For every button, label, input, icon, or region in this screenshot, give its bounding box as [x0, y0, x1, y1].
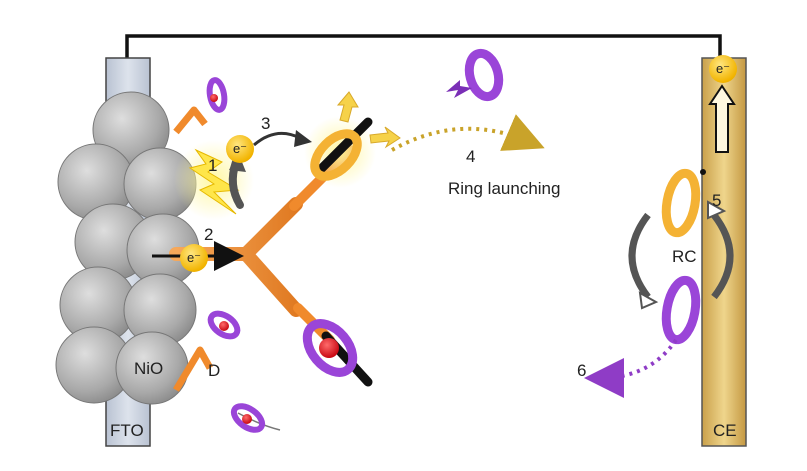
- electron-label: e⁻: [186, 250, 202, 265]
- electron-chip-injection: e⁻: [180, 244, 208, 272]
- electron-label: e⁻: [715, 61, 731, 76]
- donor-label: D: [208, 361, 221, 380]
- ce-label: CE: [713, 421, 737, 440]
- electron-chip-dye: e⁻: [226, 135, 254, 163]
- rc-cycle-rings: [661, 168, 701, 345]
- step3-label: 3: [261, 114, 271, 133]
- purple-ring-rotaxane: [302, 319, 373, 387]
- rc-cycle-arrow-right: [711, 212, 734, 300]
- released-ring-top: [446, 48, 504, 102]
- step3-curved-arrow: [253, 131, 301, 147]
- step1-label: 1: [208, 156, 218, 175]
- ring-launching-label: Ring launching: [448, 179, 561, 198]
- rc-cycle-arrow-left: [628, 212, 651, 300]
- nio-label: NiO: [134, 359, 164, 378]
- small-dye-bottom: [172, 310, 281, 433]
- step6-label: 6: [577, 361, 587, 380]
- electron-chip-ce: e⁻: [709, 55, 737, 83]
- step2-label: 2: [204, 225, 214, 244]
- rc-label: RC: [672, 247, 697, 266]
- small-dye-top: [173, 77, 228, 135]
- circuit-wire: [125, 34, 722, 62]
- electron-label: e⁻: [232, 141, 248, 156]
- ring-launching-path: [391, 114, 545, 152]
- gold-ring-launching: [304, 116, 376, 188]
- step5-label: 5: [712, 191, 722, 210]
- step4-label: 4: [466, 147, 476, 166]
- ring-release-path: [584, 338, 678, 398]
- fto-label: FTO: [110, 421, 144, 440]
- light-emission-arrows: [336, 91, 401, 149]
- ce-electron-arrow: [708, 84, 736, 153]
